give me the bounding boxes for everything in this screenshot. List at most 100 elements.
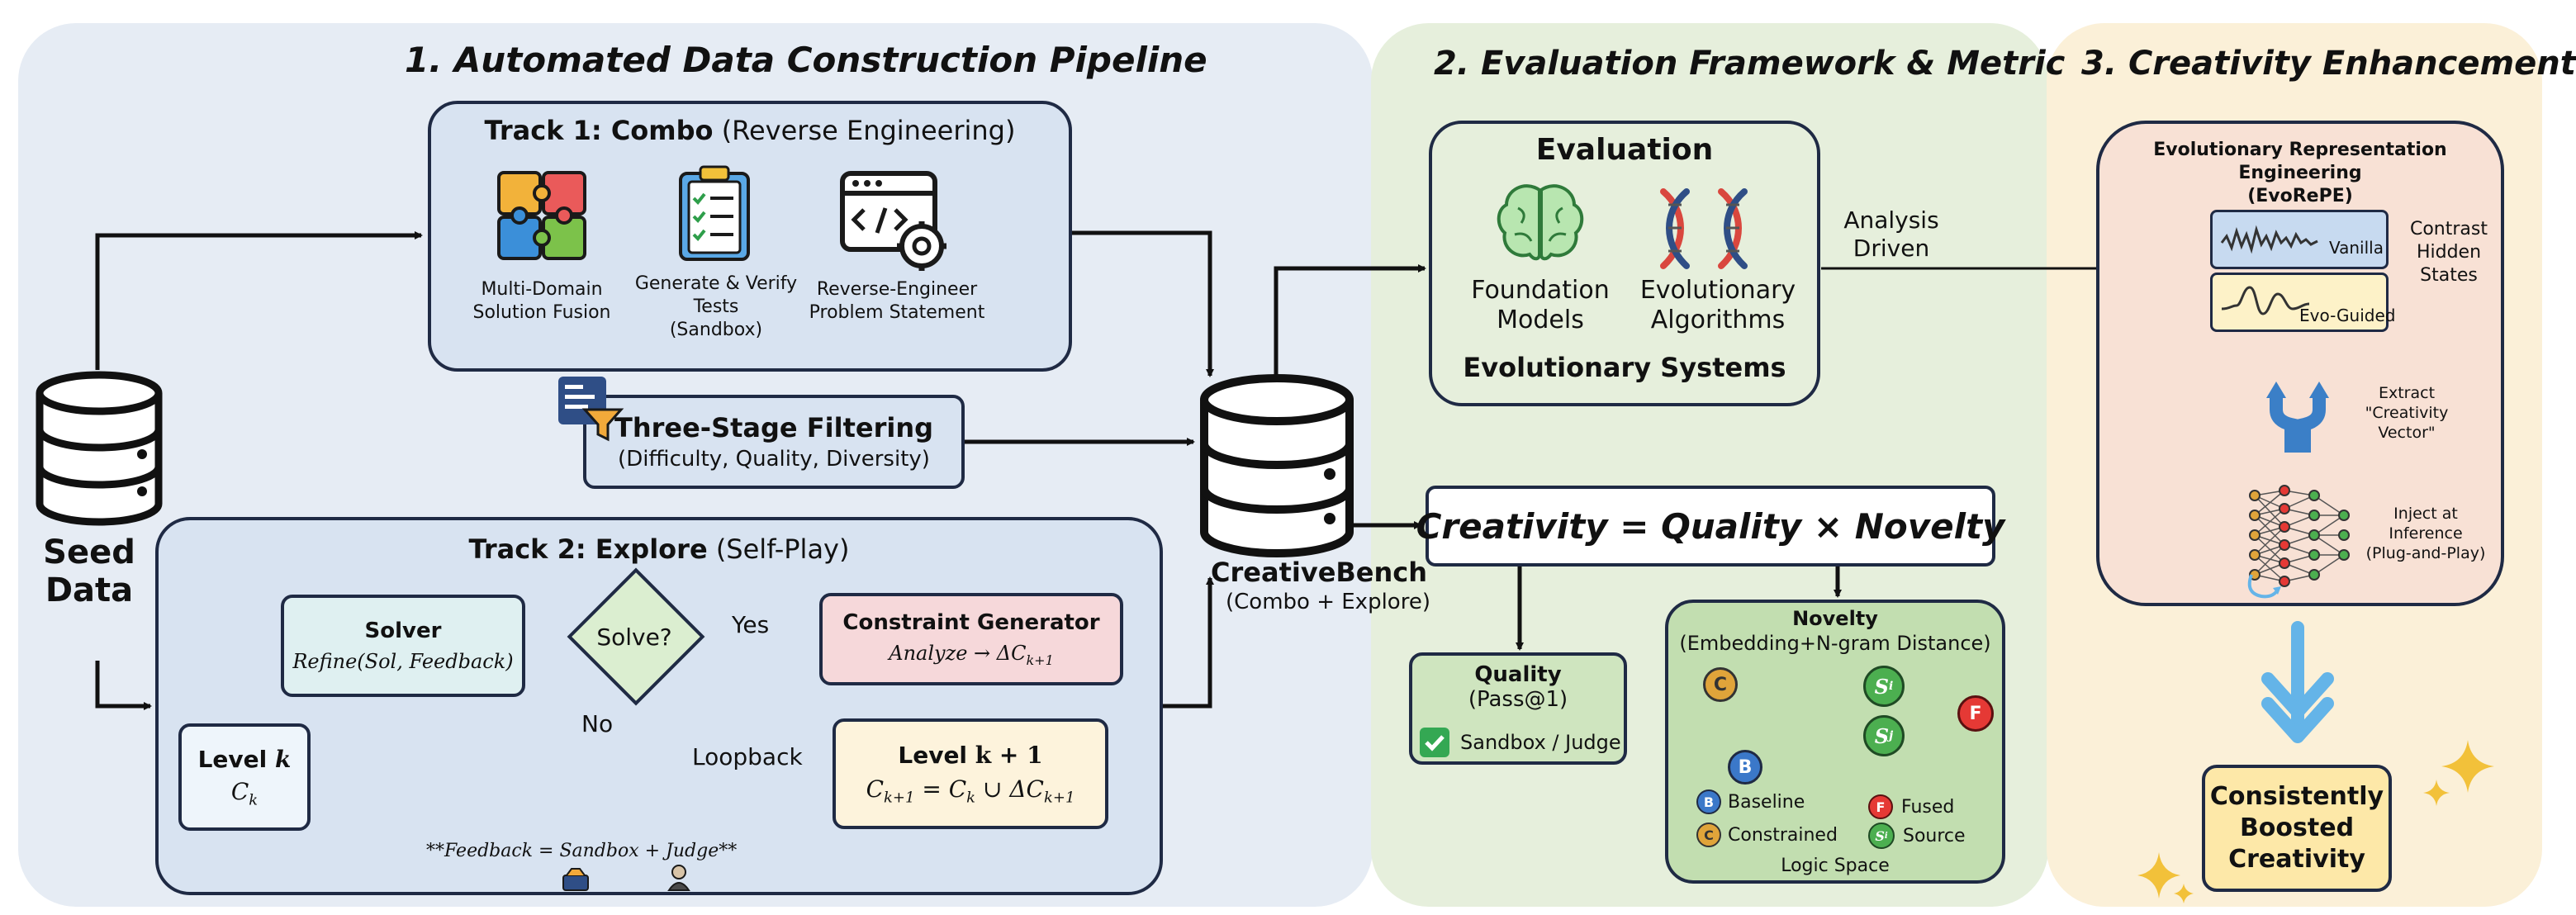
solver-title: Solver [364, 619, 442, 643]
guided-label: Evo-Guided [2299, 306, 2396, 325]
track1-item-1-line2: Solution Fusion [472, 302, 611, 323]
inject-curl-icon [2247, 574, 2281, 599]
level-k-formula-sub: k [249, 791, 259, 809]
merge-arrow-icon [2266, 382, 2329, 453]
contrast-line1: Contrast [2409, 219, 2488, 239]
level-next-title: Level k + 1 [898, 742, 1042, 769]
evaluation-title: Evaluation [1535, 132, 1714, 167]
inject-line1: Inject at [2393, 505, 2458, 523]
analysis-line1: Analysis [1843, 206, 1939, 234]
track2-box [155, 517, 1163, 895]
brain-icon [1497, 184, 1584, 261]
contrast-label: Contrast Hidden States [2395, 218, 2502, 287]
track1-title-bold: Combo [610, 115, 714, 146]
node-si-sub: i [1889, 680, 1894, 693]
novelty-box [1665, 600, 2005, 884]
analysis-driven-label: Analysis Driven [1817, 206, 1966, 263]
evo-alg-line2: Algorithms [1650, 306, 1786, 334]
legend-fused: F Fused [1868, 794, 1954, 819]
novelty-text: Novelty (Embedding+N-gram Distance) [1665, 606, 2005, 656]
foundation-line1: Foundation [1471, 276, 1610, 305]
legend-constrained-key: C [1696, 823, 1721, 847]
track2-title-suffix: (Self-Play) [707, 533, 850, 565]
inject-line2: Inference [2389, 524, 2463, 543]
legend-source-key-text: S [1875, 827, 1885, 844]
node-sj-sub: j [1889, 729, 1894, 742]
result-line3: Creativity [2228, 845, 2365, 874]
level-next-formula-b-sub: k [966, 789, 976, 807]
track2-title-prefix: Track 2: [468, 533, 595, 565]
feedback-note: **Feedback = Sandbox + Judge** [426, 841, 738, 861]
level-next-formula-a-sub: k+1 [884, 789, 915, 807]
track2-title-bold: Explore [595, 533, 708, 565]
level-next-formula: Ck+1 = Ck ∪ ΔCk+1 [866, 775, 1075, 807]
analysis-line2: Driven [1853, 235, 1930, 262]
constraint-formula-sub: k+1 [1026, 652, 1054, 668]
contrast-line3: States [2420, 265, 2478, 286]
foundation-line2: Models [1497, 306, 1584, 334]
seed-label-line1: Seed [43, 533, 135, 571]
result-box: Consistently Boosted Creativity [2202, 765, 2392, 892]
yes-label: Yes [732, 611, 770, 638]
constraint-title: Constraint Generator [842, 610, 1100, 636]
level-next-box: Level k + 1 Ck+1 = Ck ∪ ΔCk+1 [833, 718, 1108, 829]
evolutionary-systems-label: Evolutionary Systems [1463, 352, 1786, 383]
level-next-formula-a: C [866, 775, 884, 803]
track1-title-suffix: (Reverse Engineering) [713, 115, 1016, 146]
level-next-title-text: Level [898, 741, 975, 769]
creativity-formula-box: Creativity = Quality × Novelty [1416, 486, 2004, 567]
track1-title-prefix: Track 1: [484, 115, 611, 146]
bench-database-icon [1200, 374, 1354, 557]
evorepe-title-line2: (EvoRePE) [2247, 186, 2353, 206]
node-si-label: S [1874, 674, 1889, 699]
solver-formula: Refine(Sol, Feedback) [292, 650, 514, 673]
quality-title: Quality [1474, 662, 1562, 687]
track1-item-3-label: Reverse-Engineer Problem Statement [798, 278, 996, 325]
no-label: No [581, 710, 614, 737]
foundation-label: Foundation Models [1454, 276, 1627, 335]
track1-item-3-line2: Problem Statement [809, 302, 985, 323]
check-icon [1420, 728, 1449, 757]
legend-source-key-sub: i [1884, 831, 1888, 841]
legend-baseline: B Baseline [1696, 789, 1805, 814]
logic-space-label: Logic Space [1781, 856, 1890, 876]
quality-check-label: Sandbox / Judge [1460, 731, 1621, 754]
sandbox-icon [562, 868, 589, 891]
inject-line3: (Plug-and-Play) [2365, 544, 2486, 562]
legend-constrained: C Constrained [1696, 823, 1838, 847]
level-k-var: k [275, 745, 292, 773]
evo-alg-label: Evolutionary Algorithms [1627, 276, 1809, 335]
dna-icon [1660, 188, 1748, 269]
evorepe-box [2096, 121, 2504, 606]
legend-baseline-label: Baseline [1728, 791, 1805, 813]
constraint-formula-main: Analyze → ΔC [889, 642, 1027, 666]
checklist-icon [679, 165, 750, 261]
level-k-title-text: Level [197, 745, 275, 773]
vanilla-wave-icon [2220, 225, 2318, 254]
node-sj-label: S [1874, 723, 1890, 748]
track1-item-1-line1: Multi-Domain [481, 279, 603, 300]
track1-item-2-line1: Generate & Verify [634, 273, 798, 294]
code-gear-icon [840, 171, 946, 271]
level-next-formula-b: = C [914, 775, 967, 803]
novelty-sub: (Embedding+N-gram Distance) [1679, 632, 1991, 655]
quality-text: Quality (Pass@1) [1409, 662, 1627, 712]
filter-subtitle: (Difficulty, Quality, Diversity) [618, 447, 930, 472]
chevrons-down-icon [2261, 621, 2334, 743]
seed-database-icon [36, 371, 163, 526]
node-c: C [1703, 667, 1738, 702]
evo-alg-line1: Evolutionary [1639, 276, 1796, 305]
level-k-title: Level k [198, 746, 292, 773]
result-line1: Consistently [2209, 782, 2384, 811]
constraint-formula: Analyze → ΔCk+1 [889, 642, 1054, 668]
novelty-title: Novelty [1792, 607, 1878, 630]
track1-item-2-line3: (Sandbox) [669, 320, 763, 340]
seed-data-label: Seed Data [23, 533, 155, 609]
track1-item-1-label: Multi-Domain Solution Fusion [453, 278, 631, 325]
level-k-box: Level k Ck [178, 723, 311, 831]
seed-label-line2: Data [45, 571, 134, 609]
vanilla-label: Vanilla [2329, 238, 2384, 258]
loopback-label: Loopback [692, 743, 803, 770]
node-c-label: C [1713, 674, 1728, 695]
